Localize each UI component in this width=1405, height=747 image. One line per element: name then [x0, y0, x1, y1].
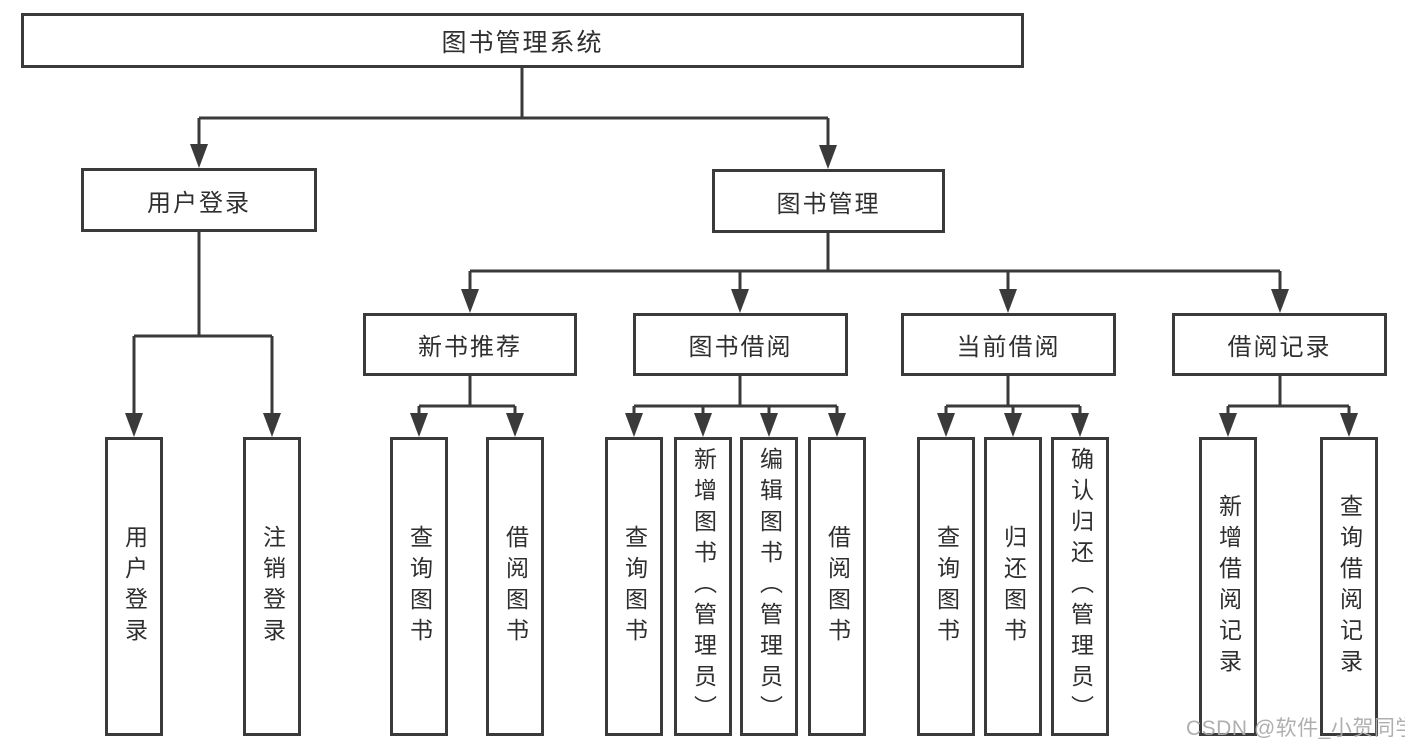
leaf-label: 查询图书	[621, 524, 648, 649]
node-user-login: 用户登录	[81, 168, 317, 232]
leaf-label: 借阅图书	[824, 524, 851, 649]
watermark: CSDN @软件_小贺同学	[1186, 717, 1405, 740]
leaf-confirm-return-admin: 确认归还（管理员）	[1051, 437, 1109, 736]
node-label: 新书推荐	[418, 334, 522, 361]
leaf-borrow-books: 借阅图书	[808, 437, 866, 736]
node-current-borrowing: 当前借阅	[901, 313, 1116, 376]
leaf-label: 归还图书	[1000, 524, 1027, 649]
leaf-label: 借阅图书	[502, 524, 529, 649]
leaf-label: 查询借阅记录	[1336, 493, 1363, 680]
leaf-edit-books-admin: 编辑图书（管理员）	[740, 437, 798, 736]
node-label: 借阅记录	[1227, 334, 1332, 361]
leaf-query-books: 查询图书	[605, 437, 663, 736]
leaf-label: 确认归还（管理员）	[1067, 447, 1094, 726]
leaf-query-borrow-record: 查询借阅记录	[1320, 437, 1378, 736]
leaf-add-books-admin: 新增图书（管理员）	[674, 437, 732, 736]
leaf-add-borrow-record: 新增借阅记录	[1199, 437, 1257, 736]
node-label: 图书管理	[776, 190, 881, 218]
node-label: 当前借阅	[956, 334, 1061, 361]
leaf-label: 注销登录	[259, 524, 286, 649]
node-label: 用户登录	[147, 189, 251, 217]
leaf-query-books: 查询图书	[917, 437, 975, 736]
leaf-label: 用户登录	[121, 524, 148, 649]
leaf-logout-login: 注销登录	[243, 437, 301, 736]
node-label: 图书管理系统	[441, 28, 604, 57]
leaf-label: 查询图书	[406, 524, 433, 649]
node-book-management: 图书管理	[712, 169, 945, 233]
leaf-user-login: 用户登录	[105, 437, 163, 736]
leaf-return-books: 归还图书	[984, 437, 1042, 736]
leaf-label: 编辑图书（管理员）	[756, 447, 783, 726]
leaf-query-books: 查询图书	[390, 437, 448, 736]
node-label: 图书借阅	[688, 334, 793, 361]
leaf-borrow-books: 借阅图书	[486, 437, 544, 736]
node-book-borrowing: 图书借阅	[633, 313, 848, 376]
node-new-book-recommendation: 新书推荐	[363, 313, 577, 376]
leaf-label: 查询图书	[933, 524, 960, 649]
leaf-label: 新增图书（管理员）	[690, 447, 717, 726]
node-library-management-system: 图书管理系统	[21, 13, 1024, 68]
node-borrowing-records: 借阅记录	[1172, 313, 1387, 376]
leaf-label: 新增借阅记录	[1215, 493, 1242, 680]
